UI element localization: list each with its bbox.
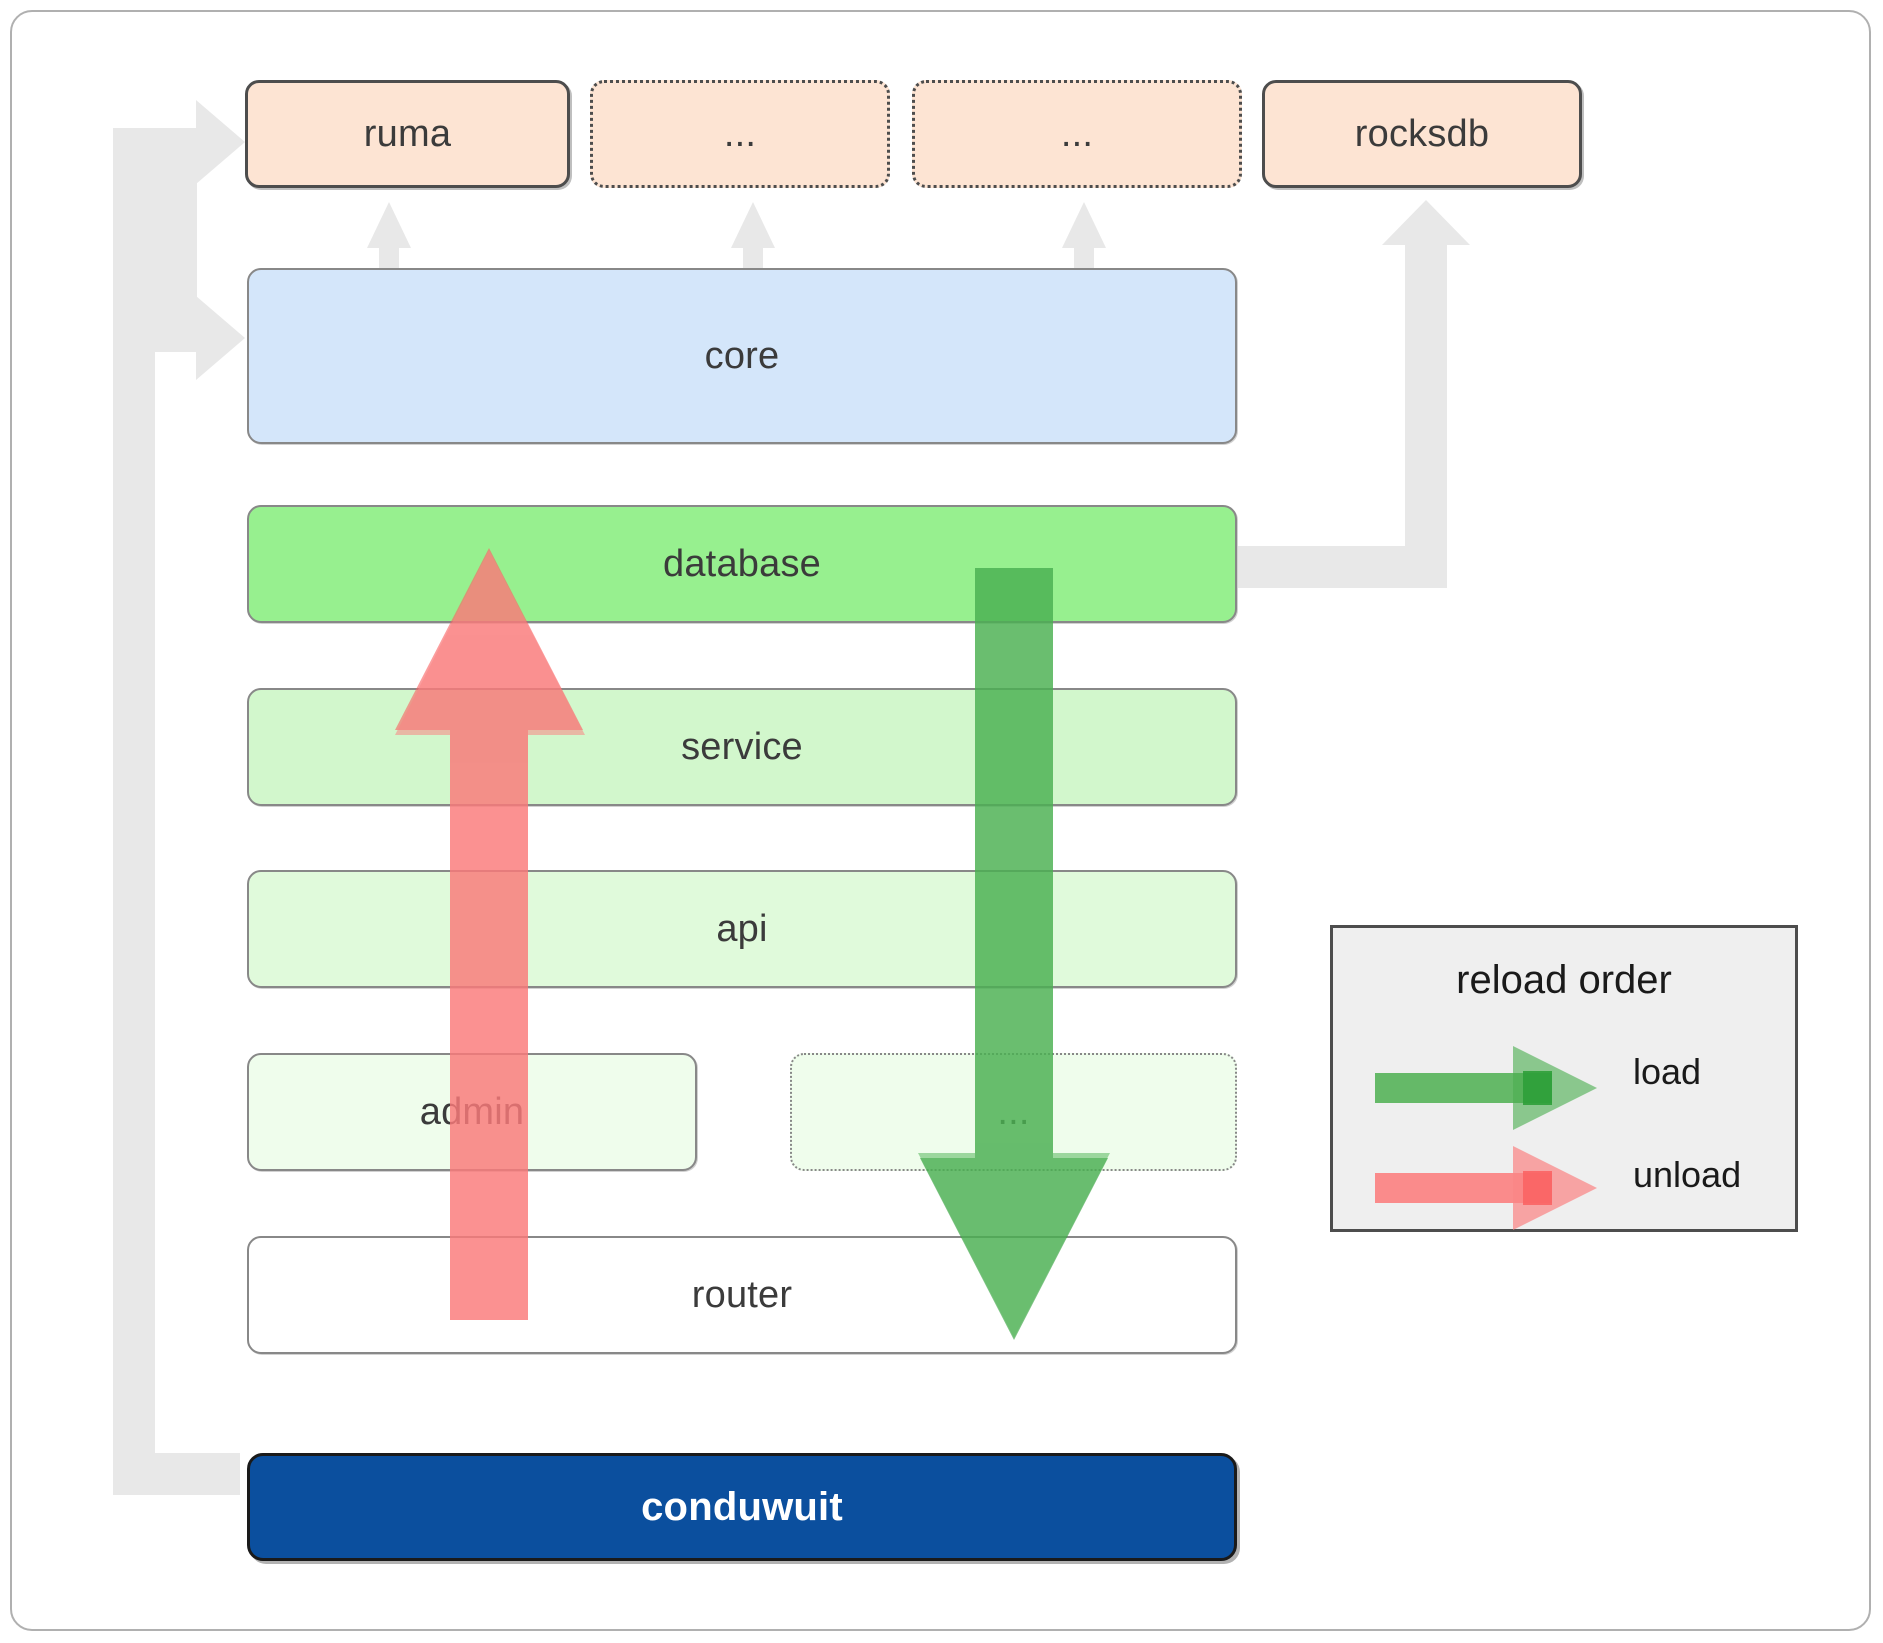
legend-title: reload order <box>1456 958 1672 1002</box>
diagram-frame <box>10 10 1871 1631</box>
dependency-box-ellipsis-2[interactable]: ... <box>912 80 1242 188</box>
dependency-label: rocksdb <box>1354 112 1490 155</box>
layer-label: ... <box>997 1090 1030 1133</box>
dependency-box-rocksdb[interactable]: rocksdb <box>1262 80 1582 188</box>
layer-box-api[interactable]: api <box>247 870 1237 988</box>
layer-box-ellipsis[interactable]: ... <box>790 1053 1237 1171</box>
layer-label: database <box>663 542 821 585</box>
dependency-label: ... <box>723 112 757 155</box>
dependency-box-ruma[interactable]: ruma <box>245 80 570 188</box>
legend-unload-arrow <box>1375 1146 1597 1230</box>
dependency-box-ellipsis-1[interactable]: ... <box>590 80 890 188</box>
layer-label: admin <box>419 1090 525 1133</box>
layer-label: service <box>681 725 803 768</box>
legend-label-unload: unload <box>1633 1154 1742 1195</box>
layer-box-router[interactable]: router <box>247 1236 1237 1354</box>
layer-box-service[interactable]: service <box>247 688 1237 806</box>
legend-arrow-graphics <box>1375 1046 1597 1230</box>
app-box-conduwuit[interactable]: conduwuit <box>247 1453 1237 1561</box>
dependency-label: ruma <box>363 112 452 155</box>
legend-load-arrow <box>1375 1046 1597 1130</box>
app-label: conduwuit <box>641 1484 843 1529</box>
legend-box: reload order load unload <box>1330 925 1798 1232</box>
layer-box-database[interactable]: database <box>247 505 1237 623</box>
layer-label: router <box>691 1273 793 1316</box>
layer-box-admin[interactable]: admin <box>247 1053 697 1171</box>
legend-label-load: load <box>1633 1051 1702 1092</box>
layer-label: core <box>704 334 780 377</box>
layer-label: api <box>716 907 768 950</box>
layer-box-core[interactable]: core <box>247 268 1237 444</box>
dependency-label: ... <box>1060 112 1094 155</box>
